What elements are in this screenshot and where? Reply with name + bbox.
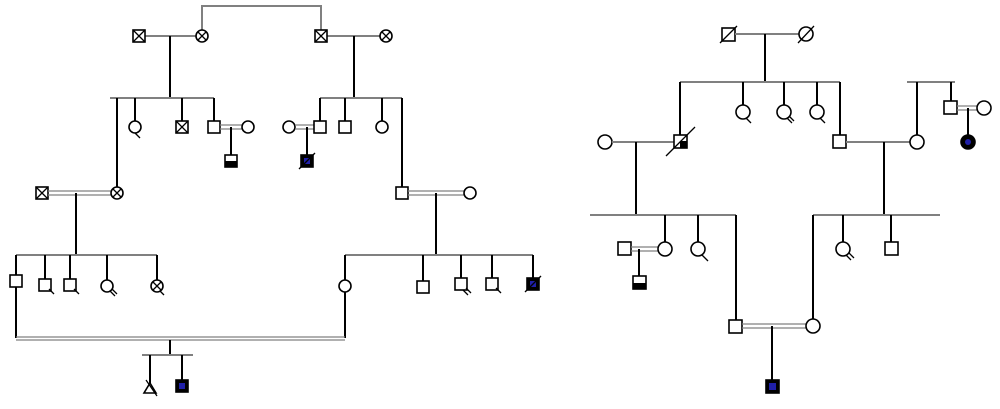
male-symbol (884, 241, 899, 256)
female-miscarriage-symbol (100, 279, 118, 297)
male-symbol (207, 120, 221, 134)
female-symbol (282, 120, 296, 134)
female-symbol (909, 134, 925, 150)
male-affected-proband-symbol (175, 379, 189, 393)
male-symbol (617, 241, 632, 256)
top-sibling-connector (201, 5, 322, 36)
female-miscarriage-symbol (735, 104, 752, 124)
female-affected-proband-symbol (960, 134, 976, 150)
male-symbol (395, 186, 409, 200)
left-pedigree (9, 5, 542, 397)
female-symbol (241, 120, 255, 134)
male-symbol (338, 120, 352, 134)
female-symbol (463, 186, 477, 200)
male-miscarriage-symbol (63, 278, 80, 295)
female-symbol (657, 241, 673, 257)
female-deceased-symbol (379, 29, 393, 43)
male-deceased-symbol (35, 186, 49, 200)
miscarriage-triangle-symbol (142, 379, 158, 397)
male-symbol (9, 274, 23, 288)
male-half-affected-symbol (632, 275, 647, 290)
female-deceased-symbol (110, 186, 124, 200)
male-deceased-symbol (175, 120, 189, 134)
male-miscarriage-symbol (454, 277, 472, 296)
female-deceased-symbol (195, 29, 209, 43)
male-deceased-symbol (719, 25, 738, 44)
female-symbol (597, 134, 613, 150)
female-miscarriage-symbol (835, 241, 855, 261)
male-miscarriage-symbol (38, 278, 55, 295)
male-symbol (416, 280, 430, 294)
male-affected-proband-symbol (298, 152, 316, 170)
female-symbol (375, 120, 389, 134)
female-symbol (338, 279, 352, 293)
female-miscarriage-symbol (690, 241, 709, 262)
male-affected-deceased-symbol (524, 275, 542, 293)
male-miscarriage-symbol (485, 277, 502, 294)
male-half-affected-symbol (224, 154, 238, 168)
female-miscarriage-symbol (809, 104, 826, 124)
male-affected-proband-symbol (765, 379, 780, 394)
male-symbol (313, 120, 327, 134)
male-half-affected-deceased-symbol (665, 126, 696, 157)
female-symbol (976, 100, 992, 116)
male-deceased-symbol (132, 29, 146, 43)
male-deceased-symbol (314, 29, 328, 43)
female-miscarriage-symbol (128, 120, 142, 139)
male-symbol (943, 100, 958, 115)
male-symbol (832, 134, 847, 149)
female-deceased-symbol (797, 25, 815, 44)
right-pedigree (590, 25, 992, 394)
male-symbol (728, 319, 743, 334)
female-deceased-symbol (150, 279, 165, 296)
female-miscarriage-symbol (776, 104, 795, 124)
female-symbol (805, 318, 821, 334)
